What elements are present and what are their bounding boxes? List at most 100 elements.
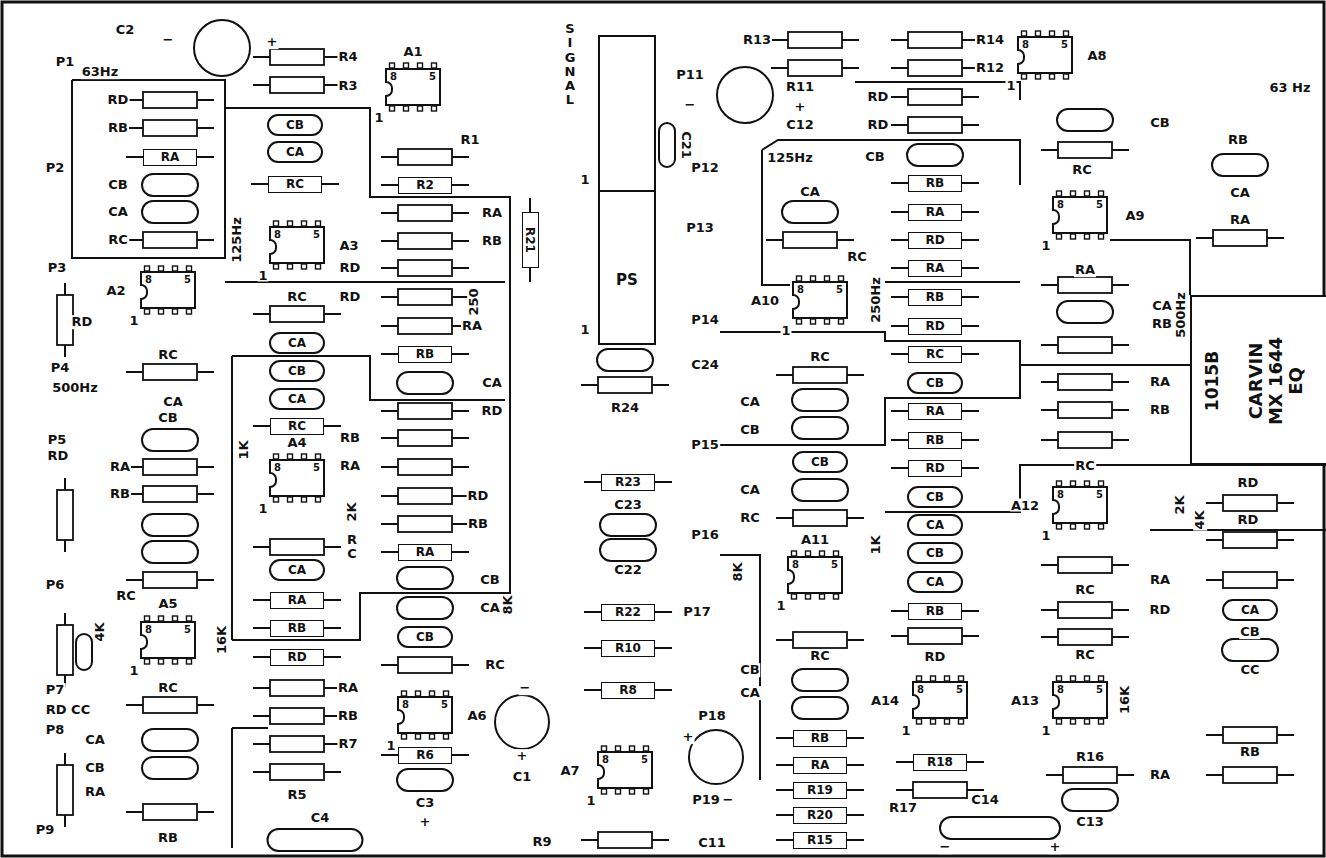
silkscreen-label: CA [479, 601, 501, 615]
ic-notch [1017, 49, 1025, 65]
capacitor-oval: CB [267, 114, 323, 136]
resistor-box: R21 [522, 212, 539, 268]
resistors [57, 32, 1294, 848]
resistor-symbol [253, 736, 341, 752]
resistor-body [1058, 337, 1112, 353]
resistor-box: RD [908, 318, 962, 335]
ic-chip: A9851 [1052, 196, 1108, 234]
resistor-box: RA [270, 592, 324, 609]
silkscreen-label: RD [71, 315, 94, 329]
ic-pin [1085, 719, 1090, 724]
resistor-symbol [57, 478, 73, 552]
ic-pin [1057, 719, 1062, 724]
silkscreen-label: 1 [579, 323, 590, 337]
component-label: CB [926, 491, 944, 503]
silkscreen-label: RB [337, 709, 359, 723]
capacitor-symbol [142, 541, 198, 563]
pin-number: 8 [145, 625, 152, 635]
pin-number: 1 [780, 324, 791, 337]
capacitor-symbol [76, 634, 92, 670]
silkscreen-label: 125Hz [766, 151, 814, 165]
silkscreen-label: − [519, 681, 532, 695]
resistor-symbol [381, 318, 469, 334]
resistor-box: RA [908, 403, 962, 420]
component-label: CB [811, 456, 829, 468]
capacitor-symbol [397, 769, 453, 791]
component-label: R6 [416, 749, 434, 761]
silkscreen-label: P15 [690, 438, 720, 452]
ic-pin [288, 264, 293, 269]
pin-number: 1 [1040, 724, 1051, 737]
ic-notch [1052, 499, 1060, 515]
ic-name: A4 [286, 436, 307, 449]
resistor-symbol [771, 60, 859, 76]
ic-pin [402, 734, 407, 739]
ic-pin [1057, 524, 1062, 529]
resistor-box: RB [908, 175, 962, 192]
resistor-body [398, 149, 452, 165]
capacitor-oval: CB [792, 451, 848, 473]
silkscreen-label: P6 [45, 578, 66, 592]
silkscreen-label: RC [739, 511, 761, 525]
pin-number: 5 [313, 230, 320, 240]
capacitor-symbol [397, 597, 453, 619]
silkscreen-label: 63Hz [81, 65, 120, 79]
silkscreen-label: RA [84, 785, 106, 799]
silkscreen-label: CB [1149, 116, 1170, 130]
silkscreen-label: RD [339, 261, 362, 275]
ic-pin [1099, 719, 1104, 724]
resistor-symbol [253, 49, 341, 65]
ic-name: A10 [750, 294, 780, 307]
resistor-symbol [1041, 277, 1129, 293]
silkscreen-label: RD [47, 449, 70, 463]
resistor-body [270, 764, 324, 780]
silkscreen-label: RC [157, 348, 179, 362]
silkscreen-label: 8K [731, 561, 745, 582]
resistor-body [270, 77, 324, 93]
silkscreen-label: C3 [415, 796, 436, 810]
trace-line [72, 80, 225, 258]
silkscreen-label: RB [109, 487, 131, 501]
component-label: R18 [927, 756, 953, 768]
silkscreen-label: P2 [45, 161, 66, 175]
silkscreen-label: CB [739, 663, 760, 677]
resistor-symbol [381, 516, 469, 532]
pin-number: 5 [184, 275, 191, 285]
resistor-symbol [1041, 557, 1129, 573]
ic-pin [1071, 524, 1076, 529]
silkscreen-label: CB [84, 761, 105, 775]
silkscreen-label: CA [739, 686, 761, 700]
resistor-body [398, 233, 452, 249]
resistor-body [1058, 374, 1112, 390]
trace-line [225, 108, 510, 640]
silkscreen-label: R1 [459, 133, 480, 147]
resistor-box: R10 [601, 640, 655, 657]
silkscreen-label: RB [481, 234, 503, 248]
ic-pin [145, 659, 150, 664]
resistor-symbol [776, 510, 864, 526]
component-label: R21 [524, 227, 536, 253]
silkscreen-label: RD [1237, 513, 1260, 527]
silkscreen-label: RD [467, 489, 490, 503]
resistor-symbol [1041, 402, 1129, 418]
silkscreen-label: CB [1239, 625, 1260, 639]
component-label: RA [926, 405, 945, 417]
ic-chip: A1851 [385, 68, 441, 106]
silkscreen-label: + [682, 730, 695, 744]
ic-notch [140, 634, 148, 650]
silkscreen-label: P18 [697, 709, 727, 723]
component-label: CA [288, 393, 306, 405]
silkscreen-label: P11 [675, 68, 705, 82]
silkscreen-label: R14 [975, 33, 1005, 47]
resistor-symbol [1041, 602, 1129, 618]
ic-notch [792, 294, 800, 310]
silkscreen-label: RC [1074, 459, 1096, 473]
silkscreen-label: R16 [1075, 750, 1105, 764]
capacitor-symbol [142, 174, 198, 196]
ic-pin [917, 719, 922, 724]
silkscreen-label: RD [107, 93, 130, 107]
silkscreen-label: RC [1074, 648, 1096, 662]
pin-number: 1 [373, 111, 384, 124]
ic-pin [820, 594, 825, 599]
